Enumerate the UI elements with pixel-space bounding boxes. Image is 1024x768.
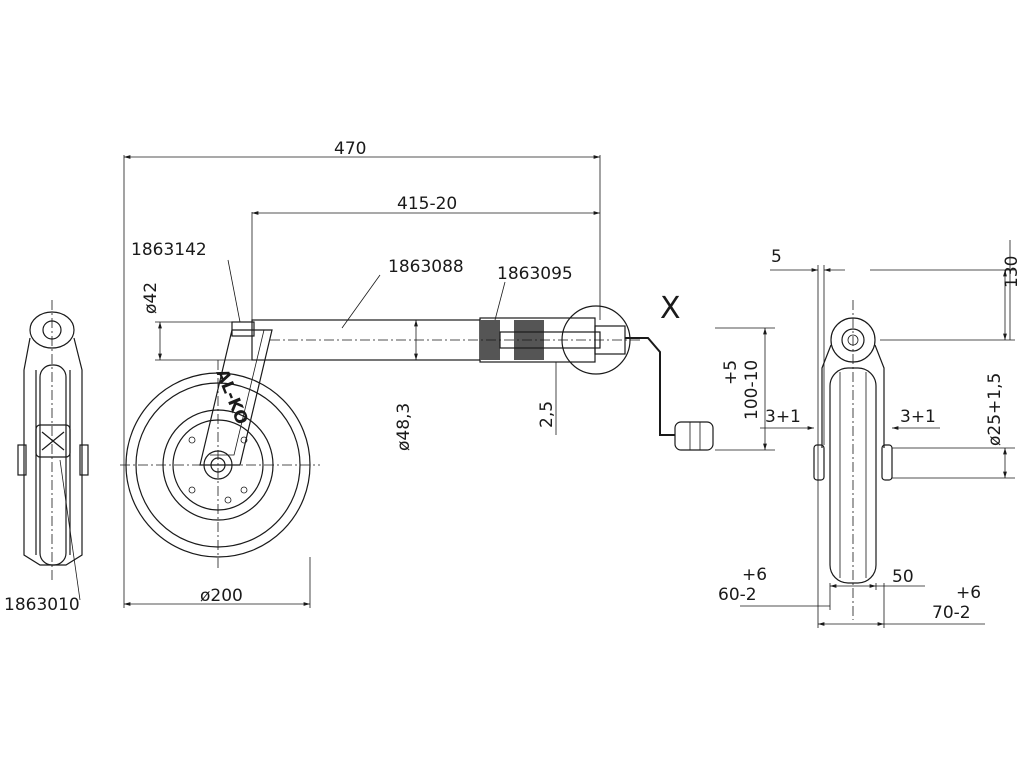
dim-axle-clearance-left: 3+1 [765, 407, 801, 427]
dim-wheel-diameter: ø200 [200, 586, 243, 606]
dim-tube-diameter-top: ø42 [141, 282, 161, 314]
dim-width-inner-tol: +6 [742, 565, 767, 585]
dim-crank-height: 100-10 [742, 360, 762, 420]
main-dimensions [123, 155, 775, 608]
part-number-spindle: 1863095 [497, 264, 573, 284]
dim-tube-diameter: ø48,3 [394, 403, 414, 451]
part-number-axle-cap: 1863010 [4, 595, 80, 615]
dim-width-inner: 60-2 [718, 585, 757, 605]
dim-overall-length: 470 [334, 139, 366, 159]
dim-side-height: 130 [1002, 256, 1022, 288]
dim-side-gap: 5 [771, 247, 782, 267]
dim-axle-clearance-right: 3+1 [900, 407, 936, 427]
brand-logo: AL-KO [211, 366, 251, 427]
left-side-view [17, 300, 89, 601]
part-number-clamp: 1863142 [131, 240, 207, 260]
dim-crank-height-tol: +5 [721, 360, 741, 385]
dim-offset: 2,5 [537, 401, 557, 428]
detail-label: X [660, 291, 681, 326]
right-dimensions [740, 240, 1015, 628]
dim-width-outer: 70-2 [932, 603, 971, 623]
dim-tyre-width: 50 [892, 567, 914, 587]
right-front-view [813, 300, 893, 620]
dim-width-outer-tol: +6 [956, 583, 981, 603]
dim-axle-diameter: ø25+1,5 [985, 373, 1005, 446]
part-number-tube: 1863088 [388, 257, 464, 277]
main-view [120, 305, 714, 570]
dim-tube-length: 415-20 [397, 194, 457, 214]
